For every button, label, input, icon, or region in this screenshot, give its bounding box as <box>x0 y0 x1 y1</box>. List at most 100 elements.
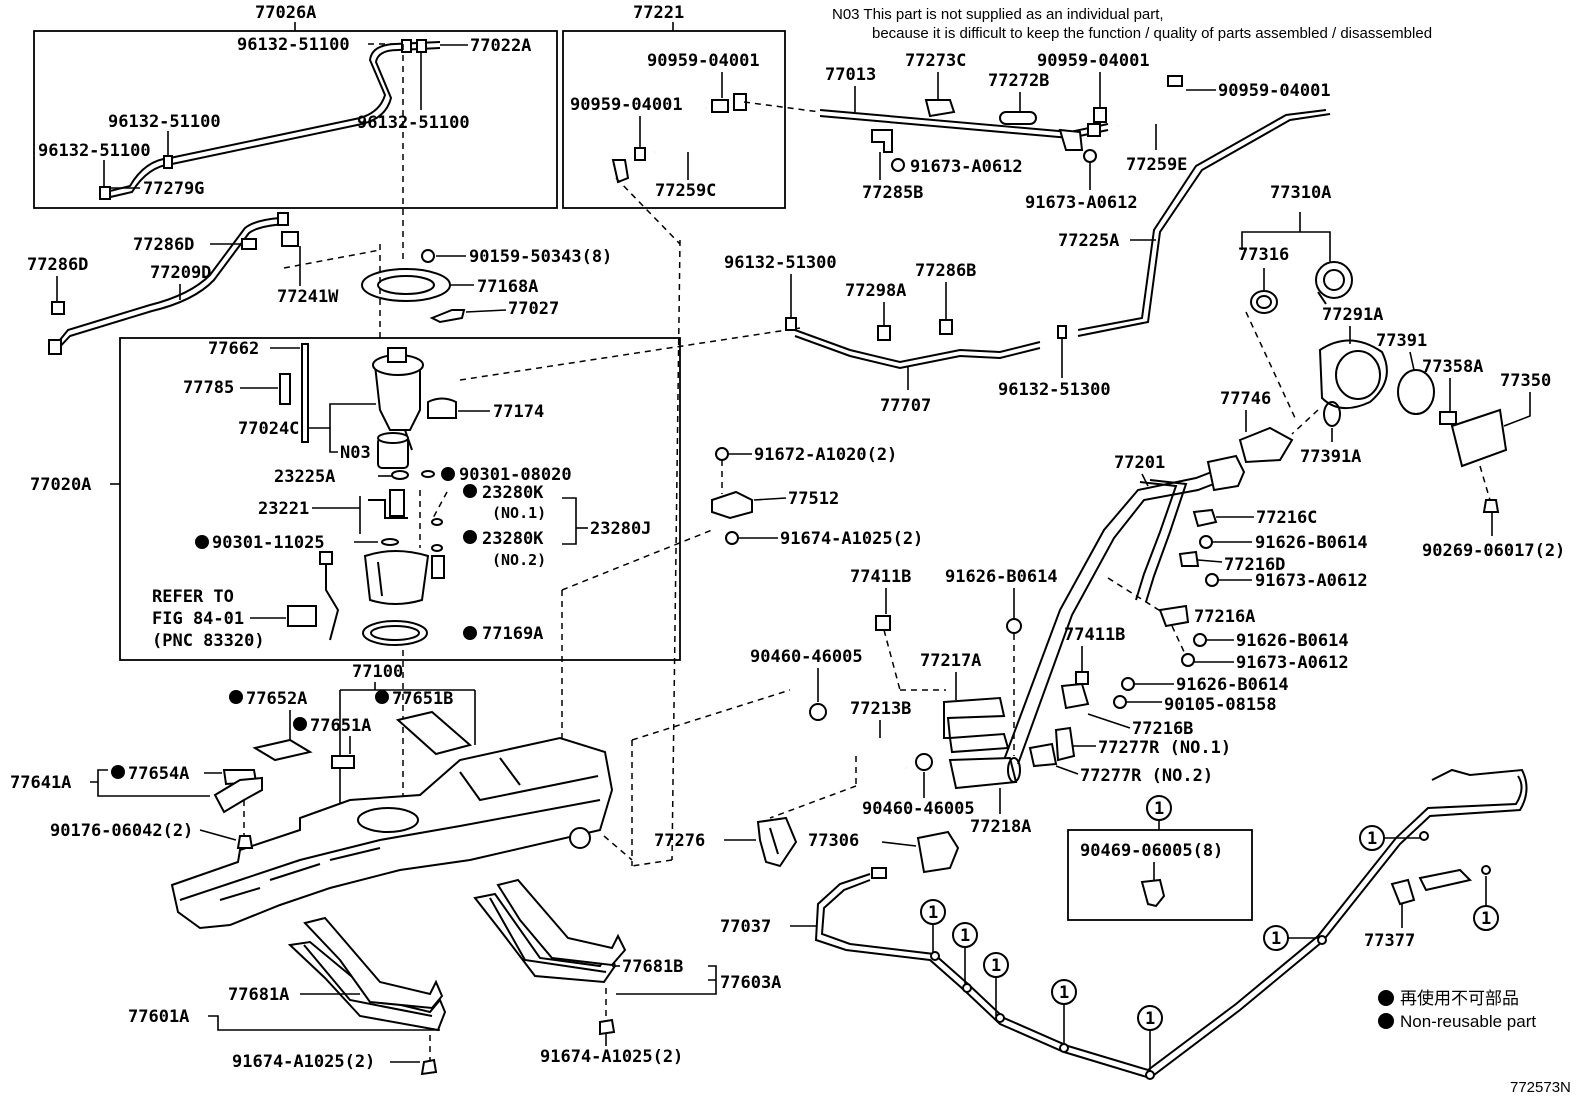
connector-77377[interactable] <box>1418 868 1472 892</box>
label-77259C[interactable]: 77259C <box>655 181 716 201</box>
oring-23225A[interactable] <box>391 470 409 480</box>
label-91673-A0612-b[interactable]: 91673-A0612 <box>1025 193 1138 213</box>
label-77641A[interactable]: 77641A <box>10 773 71 793</box>
label-77681B[interactable]: 77681B <box>622 957 683 977</box>
pad-77652A[interactable] <box>252 738 313 762</box>
label-77707[interactable]: 77707 <box>880 396 931 416</box>
label-77291A[interactable]: 77291A <box>1322 305 1383 325</box>
part-77785[interactable] <box>279 373 291 405</box>
bracket-77216D[interactable] <box>1178 550 1200 567</box>
label-77681A[interactable]: 77681A <box>228 985 289 1005</box>
label-91674-A1025-a[interactable]: 91674-A1025(2) <box>780 529 923 549</box>
label-90269-06017[interactable]: 90269-06017(2) <box>1422 541 1565 561</box>
clip-77411B-a[interactable] <box>875 615 891 631</box>
label-77411B-b[interactable]: 77411B <box>1064 625 1125 645</box>
label-77286D-a[interactable]: 77286D <box>27 255 88 275</box>
hinge-77358A[interactable] <box>1439 411 1457 425</box>
strap-77681A[interactable] <box>287 940 447 1032</box>
bolt-91674-b[interactable] <box>420 1058 438 1076</box>
label-77022A[interactable]: 77022A <box>470 36 531 56</box>
pad-77651A[interactable] <box>331 755 355 769</box>
tube-77218A[interactable] <box>948 756 1018 790</box>
part-77174[interactable] <box>427 397 457 419</box>
clamp-96132-d[interactable] <box>99 186 111 200</box>
bolt-91672[interactable] <box>715 447 729 461</box>
label-77273C[interactable]: 77273C <box>905 51 966 71</box>
label-77027[interactable]: 77027 <box>508 299 559 319</box>
label-77272B[interactable]: 77272B <box>988 71 1049 91</box>
fuel-line-77026A[interactable] <box>105 41 441 193</box>
label-77241W[interactable]: 77241W <box>277 287 339 307</box>
part-77027[interactable] <box>429 309 466 324</box>
label-77306[interactable]: 77306 <box>808 831 859 851</box>
label-23280K-2[interactable]: 23280K <box>482 529 544 549</box>
label-77350[interactable]: 77350 <box>1500 371 1551 391</box>
screw-90159[interactable] <box>421 249 435 263</box>
label-77391A[interactable]: 77391A <box>1300 447 1361 467</box>
label-77026A[interactable]: 77026A <box>255 3 316 23</box>
bolt-91673-a[interactable] <box>891 158 905 172</box>
bolt-91626-c[interactable] <box>1006 618 1022 634</box>
label-96132-51100-a[interactable]: 96132-51100 <box>237 35 350 55</box>
label-91673-A0612-d[interactable]: 91673-A0612 <box>1236 653 1349 673</box>
label-91626-B0614-b[interactable]: 91626-B0614 <box>1236 631 1349 651</box>
strap-77603A[interactable] <box>496 878 627 967</box>
label-77218A[interactable]: 77218A <box>970 817 1031 837</box>
bracket-77285B[interactable] <box>871 129 893 153</box>
bolt-91673-b[interactable] <box>1083 149 1097 163</box>
label-91672-A1020[interactable]: 91672-A1020(2) <box>754 445 897 465</box>
label-77377[interactable]: 77377 <box>1364 931 1415 951</box>
label-77216B[interactable]: 77216B <box>1132 719 1193 739</box>
bracket-77277R-2[interactable] <box>1028 742 1058 768</box>
clip-77209D-end[interactable] <box>277 212 289 226</box>
clip-77411B-b[interactable] <box>1075 671 1089 685</box>
label-77358A[interactable]: 77358A <box>1422 357 1483 377</box>
filler-pipe-77201[interactable] <box>1003 467 1223 761</box>
label-90469-06005[interactable]: 90469-06005(8) <box>1080 841 1223 861</box>
label-77651A[interactable]: 77651A <box>310 716 371 736</box>
label-77209D[interactable]: 77209D <box>150 263 211 283</box>
cap-77310A[interactable] <box>1315 261 1353 299</box>
tube-77217A-end[interactable] <box>948 732 1010 754</box>
label-91673-A0612-c[interactable]: 91673-A0612 <box>1255 571 1368 591</box>
label-96132-51300-a[interactable]: 96132-51300 <box>724 253 837 273</box>
bracket-77216C[interactable] <box>1192 508 1218 528</box>
hose-clip-b[interactable] <box>634 147 646 161</box>
sender-gauge[interactable] <box>287 605 317 627</box>
label-77286D-b[interactable]: 77286D <box>133 235 194 255</box>
bracket-77216B[interactable] <box>1060 682 1090 710</box>
vent-tube-77707[interactable] <box>794 329 1041 364</box>
clamp-77298A[interactable] <box>877 325 891 341</box>
clamp-96132-51300-a[interactable] <box>785 317 797 331</box>
label-77169A[interactable]: 77169A <box>482 624 543 644</box>
label-96132-51100-c[interactable]: 96132-51100 <box>108 112 221 132</box>
label-77259E[interactable]: 77259E <box>1126 155 1187 175</box>
label-77603A[interactable]: 77603A <box>720 973 781 993</box>
clamp-96132-51300-b[interactable] <box>1057 325 1067 339</box>
filter-oring-2[interactable] <box>431 544 443 552</box>
label-96132-51300-b[interactable]: 96132-51300 <box>998 380 1111 400</box>
label-77277R-1[interactable]: 77277R (NO.1) <box>1098 738 1231 758</box>
label-91673-A0612-a[interactable]: 91673-A0612 <box>910 157 1023 177</box>
label-77285B[interactable]: 77285B <box>862 183 923 203</box>
filter-housing[interactable] <box>363 550 430 605</box>
clamp-90460-a[interactable] <box>809 703 827 721</box>
bolt-90105[interactable] <box>1113 695 1127 709</box>
bolt-90269[interactable] <box>1482 499 1500 513</box>
label-90959-04001-c[interactable]: 90959-04001 <box>1037 51 1150 71</box>
clamp-96132-c[interactable] <box>163 155 173 169</box>
label-77662[interactable]: 77662 <box>208 339 259 359</box>
clamp-90460-b[interactable] <box>915 753 933 771</box>
label-77654A[interactable]: 77654A <box>128 764 189 784</box>
sleeve-77272B[interactable] <box>999 111 1037 125</box>
clip-90959-e[interactable] <box>1087 123 1101 137</box>
label-77217A[interactable]: 77217A <box>920 651 981 671</box>
label-91674-A1025-c[interactable]: 91674-A1025(2) <box>540 1047 683 1067</box>
label-91626-B0614-d[interactable]: 91626-B0614 <box>1176 675 1289 695</box>
connector-77209D[interactable] <box>48 339 62 355</box>
label-77168A[interactable]: 77168A <box>477 277 538 297</box>
label-77213B[interactable]: 77213B <box>850 699 911 719</box>
label-23225A[interactable]: 23225A <box>274 467 335 487</box>
label-77785[interactable]: 77785 <box>183 378 234 398</box>
clamp-77286D-a[interactable] <box>51 301 65 315</box>
